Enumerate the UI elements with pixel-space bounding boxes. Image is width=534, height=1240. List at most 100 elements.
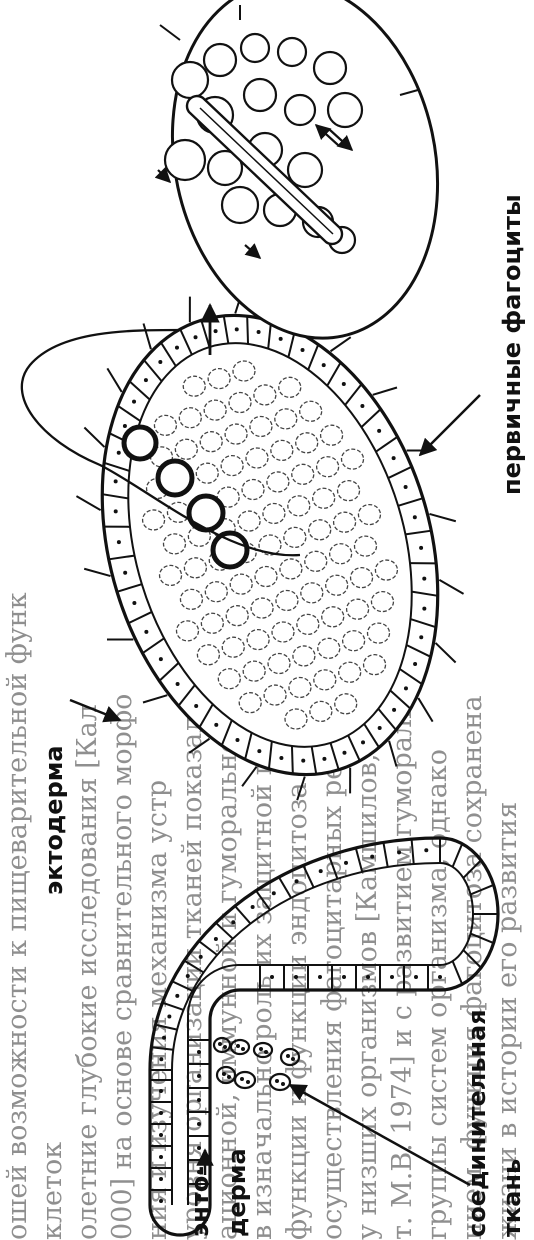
connective-tissue-cell — [254, 1043, 272, 1057]
cell-nucleus — [270, 975, 274, 979]
connective-tissue-cell — [217, 1067, 235, 1083]
cell-nucleus — [294, 975, 298, 979]
cilium — [439, 580, 463, 594]
cell-nucleus — [117, 451, 121, 455]
cell-nucleus — [424, 848, 428, 852]
cell-wall — [383, 842, 387, 867]
cell-nucleus — [322, 757, 326, 761]
cell-wall — [356, 848, 362, 872]
vesicle — [328, 93, 362, 127]
cell-nucleus — [144, 630, 148, 634]
cell-nucleus — [392, 708, 396, 712]
cilium — [189, 739, 209, 753]
oval-organism — [48, 273, 491, 816]
cell-nucleus — [319, 869, 323, 873]
cell-wall — [156, 1025, 178, 1030]
cilium — [76, 496, 100, 510]
connective-tissue-cell — [231, 1040, 249, 1054]
connective-tissue-cell — [270, 1074, 290, 1090]
cell-nucleus — [162, 1036, 166, 1040]
vesicle — [222, 187, 258, 223]
cell-nucleus — [361, 740, 365, 744]
cell-wall — [216, 923, 233, 939]
phagocyte-cell — [158, 461, 192, 495]
label-connective-line-1: соединительная — [463, 1009, 491, 1237]
vesicle — [204, 44, 236, 76]
cell-nucleus — [366, 975, 370, 979]
cell-nucleus — [159, 1155, 163, 1159]
cell-nucleus — [344, 861, 348, 865]
cilium — [331, 337, 351, 351]
cilium — [84, 569, 110, 576]
cell-nucleus — [342, 751, 346, 755]
cell-nucleus — [413, 662, 417, 666]
cell-nucleus — [342, 975, 346, 979]
cell-nucleus — [186, 974, 190, 978]
cell-nucleus — [197, 1146, 201, 1150]
cilium — [144, 324, 151, 350]
cell-nucleus — [214, 937, 218, 941]
cell-nucleus — [132, 601, 136, 605]
cell-nucleus — [413, 515, 417, 519]
vesicle — [172, 62, 208, 98]
cell-nucleus — [197, 1074, 201, 1078]
cilium — [84, 427, 104, 447]
cell-nucleus — [159, 1057, 163, 1061]
cell-wall — [199, 941, 217, 955]
vesicle — [314, 52, 346, 84]
vesicle — [278, 38, 306, 66]
cell-wall — [463, 950, 481, 968]
cell-wall — [453, 844, 463, 867]
cell-nucleus — [159, 657, 163, 661]
cell-nucleus — [194, 704, 198, 708]
pointer-arrow-connective — [290, 1085, 470, 1185]
cell-nucleus — [199, 955, 203, 959]
cilium — [389, 741, 396, 767]
cell-nucleus — [159, 1199, 163, 1203]
cell-nucleus — [214, 723, 218, 727]
cell-wall — [453, 961, 463, 984]
cell-wall — [162, 1003, 183, 1010]
cell-nucleus — [175, 994, 179, 998]
oval-organism-outer-wall — [48, 273, 491, 816]
cell-nucleus — [377, 429, 381, 433]
cell-nucleus — [272, 891, 276, 895]
cell-nucleus — [392, 456, 396, 460]
cell-nucleus — [422, 607, 426, 611]
cell-wall — [292, 746, 293, 774]
cell-nucleus — [438, 975, 442, 979]
cell-nucleus — [123, 571, 127, 575]
cilium — [436, 643, 456, 663]
cell-nucleus — [301, 348, 305, 352]
cell-nucleus — [158, 360, 162, 364]
cell-nucleus — [167, 1015, 171, 1019]
cell-nucleus — [175, 346, 179, 350]
phagocyte-cell — [189, 496, 223, 530]
cell-nucleus — [322, 363, 326, 367]
cilium — [107, 368, 121, 392]
cell-nucleus — [114, 509, 118, 513]
cell-nucleus — [197, 1050, 201, 1054]
cell-nucleus — [318, 975, 322, 979]
phagocyte-cell — [213, 533, 247, 567]
label-endoderm-line-2: дерма — [223, 1148, 251, 1237]
cell-nucleus — [404, 485, 408, 489]
cilium — [297, 777, 305, 801]
cell-nucleus — [404, 686, 408, 690]
cilium — [418, 698, 432, 722]
cell-nucleus — [197, 1098, 201, 1102]
cell-wall — [470, 934, 493, 944]
label-endoderm-line-1: энто- — [186, 1166, 214, 1237]
cell-wall — [279, 877, 291, 898]
vesicle — [241, 34, 269, 62]
pointer-arrow-ectoderm — [70, 700, 120, 720]
cell-nucleus — [251, 905, 255, 909]
vesicle — [285, 95, 315, 125]
cell-wall — [463, 860, 481, 878]
cell-nucleus — [214, 329, 218, 333]
cell-nucleus — [235, 327, 239, 331]
cell-nucleus — [114, 479, 118, 483]
cell-nucleus — [159, 1111, 163, 1115]
cell-nucleus — [144, 378, 148, 382]
